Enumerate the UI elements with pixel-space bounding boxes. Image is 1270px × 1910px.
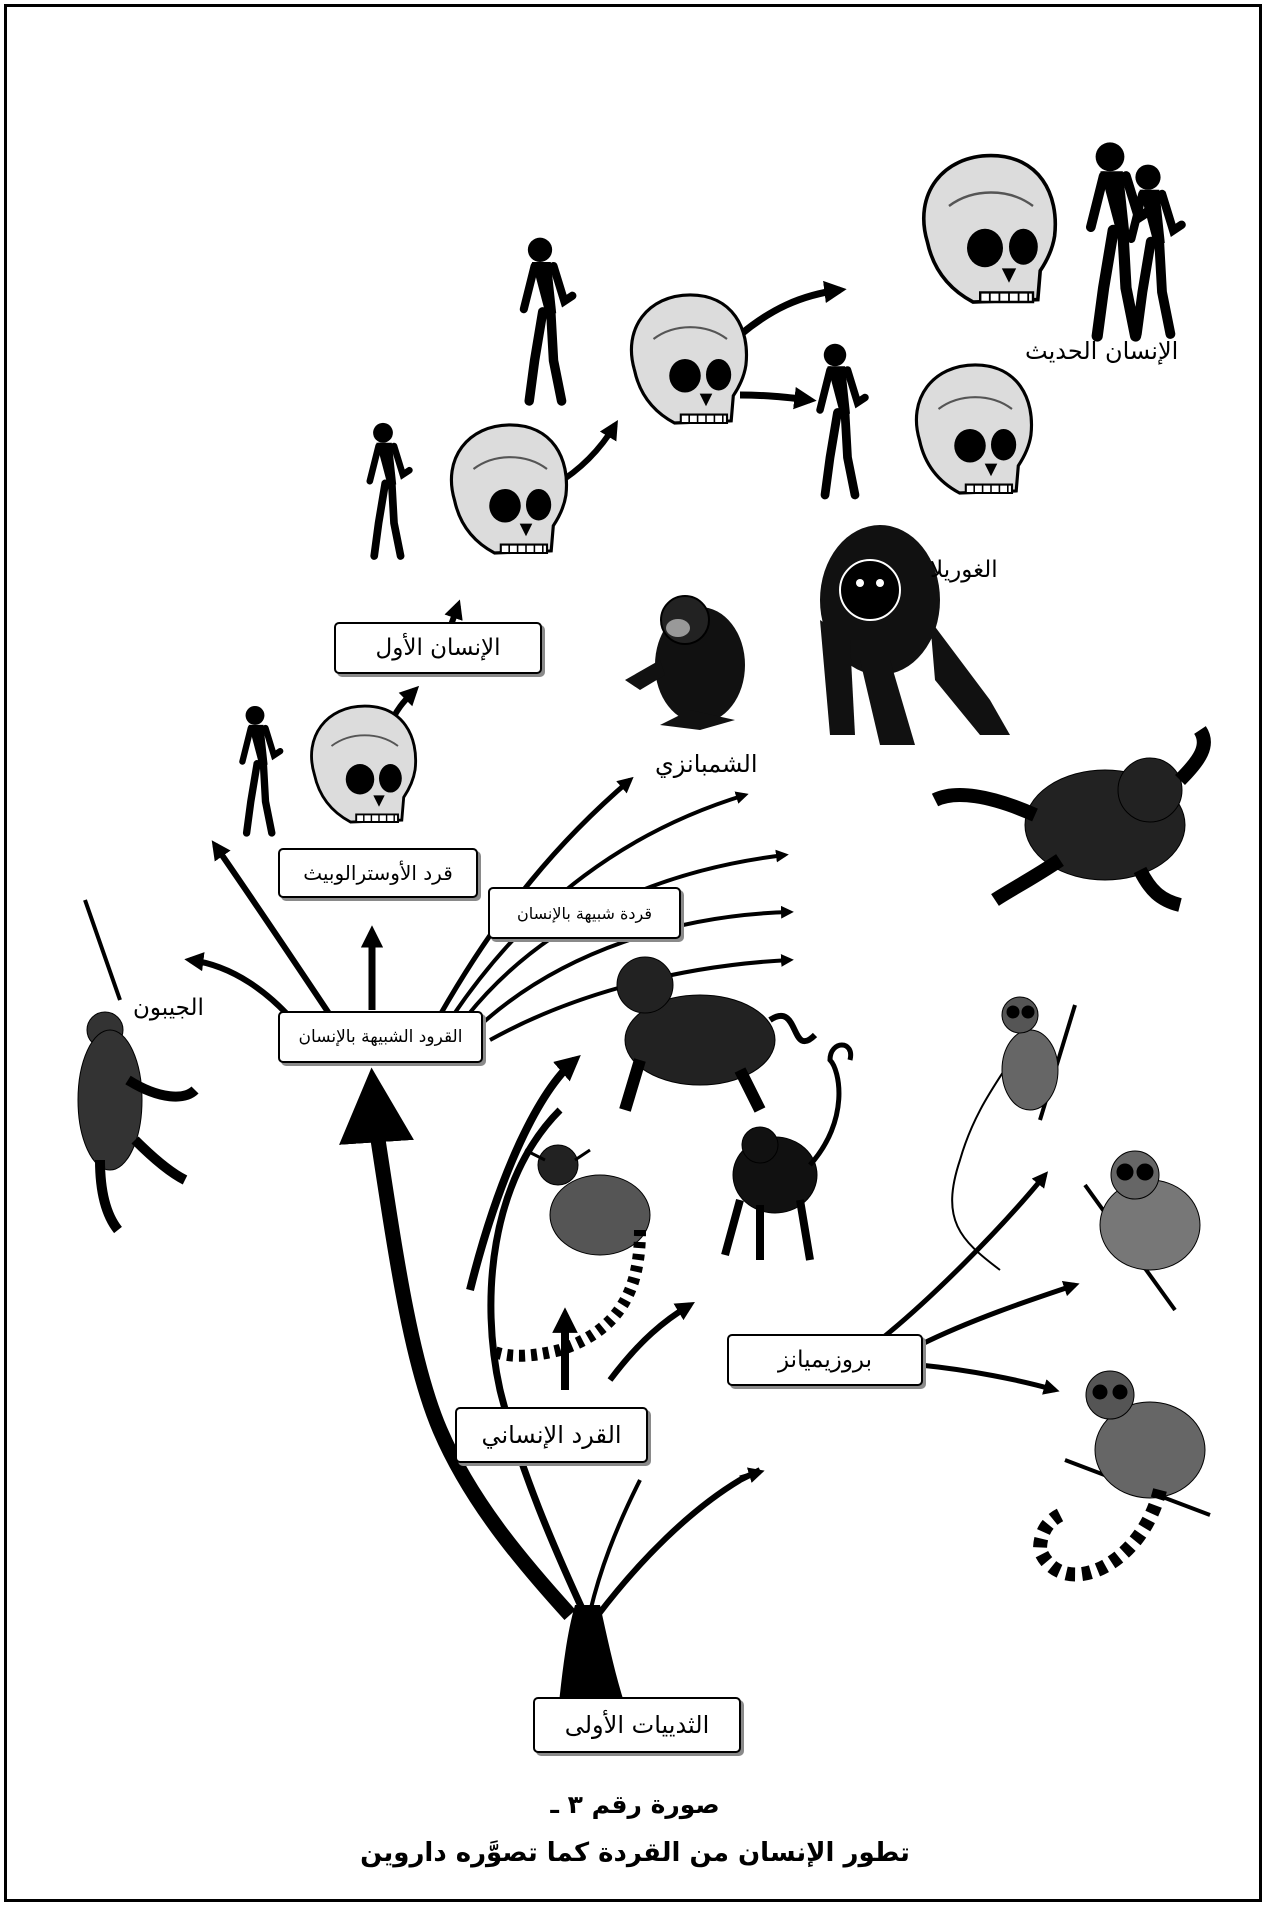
- caption-figure-number: صورة رقم ٣ ـ: [0, 1790, 1270, 1819]
- skull-icon: [451, 425, 566, 553]
- box-human-ape: القرد الإنساني: [455, 1407, 648, 1463]
- skull-icon: [312, 706, 416, 822]
- human-silhouette-icon: [820, 344, 865, 495]
- caption-title: تطور الإنسان من القردة كما تصوَّره داروي…: [0, 1838, 1270, 1868]
- human-silhouette-icon: [524, 238, 573, 401]
- gibbon-icon: [78, 900, 195, 1230]
- orangutan-icon: [935, 730, 1204, 905]
- box-first-mammals: الثدييات الأولى: [533, 1697, 741, 1753]
- human-silhouette-icon: [1131, 165, 1181, 334]
- skull-icon: [631, 295, 746, 423]
- label-gibbon: الجيبون: [133, 995, 204, 1021]
- tarsier-icon: [1002, 997, 1075, 1120]
- box-prosimians: بروزيميانز: [727, 1334, 923, 1386]
- box-australopithecus: قرد الأوسترالوبيث: [278, 848, 478, 898]
- label-gorilla: الغوريلا: [930, 557, 998, 583]
- skull-icon: [924, 156, 1056, 302]
- lemur-icon: [1040, 1371, 1210, 1574]
- skull-icon: [916, 365, 1031, 493]
- baboon-icon: [617, 957, 815, 1110]
- label-modern-human: الإنسان الحديث: [1025, 337, 1178, 365]
- chimpanzee-icon: [625, 596, 745, 730]
- box-first-human: الإنسان الأول: [334, 622, 542, 674]
- human-silhouette-icon: [370, 423, 410, 556]
- box-humanlike-ape: قردة شبيهة بالإنسان: [488, 887, 681, 939]
- human-silhouette-icon: [242, 706, 280, 833]
- label-chimpanzee: الشمبانزي: [655, 750, 758, 778]
- box-anthropoid-apes: القرود الشبيهة بالإنسان: [278, 1011, 483, 1063]
- loris-icon: [1085, 1151, 1200, 1310]
